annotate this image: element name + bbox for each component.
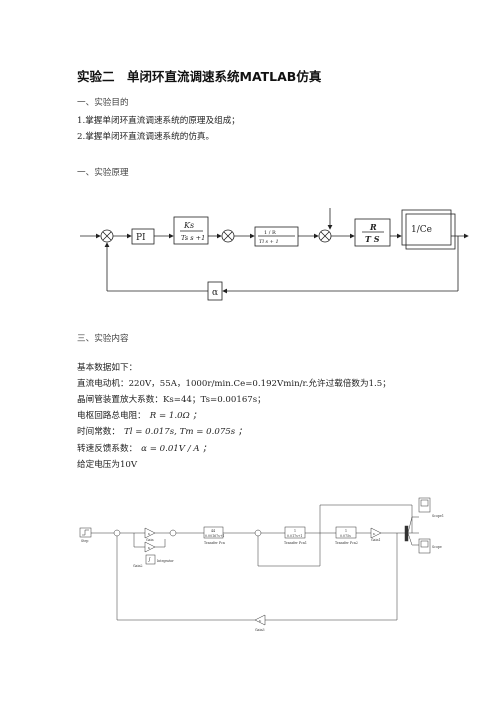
mux-block: [404, 525, 409, 542]
scope-block: [418, 538, 431, 554]
purpose-item-2: 2.掌握单闭环直流调速系统的仿真。: [77, 132, 215, 142]
page-title: 实验二 单闭环直流调速系统MATLAB仿真: [77, 69, 322, 84]
content-heading: 三、实验内容: [77, 334, 129, 344]
tf1-denominator: 0.017s+1: [287, 534, 302, 538]
integrator-label: Integrator: [157, 559, 174, 563]
principle-heading: 一、实验原理: [77, 168, 129, 178]
motor-spec: 直流电动机：220V，55A，1000r/min.Ce=0.192Vmin/r.…: [77, 379, 391, 389]
svg-text:K: K: [259, 619, 262, 623]
alpha-label: α: [212, 288, 218, 298]
gain3-block: [254, 614, 266, 626]
thyristor-block: [173, 216, 209, 245]
mechanical-block: [354, 218, 391, 247]
r-denominator: T S: [365, 234, 380, 244]
tf2-label: Transfer Fcn2: [335, 541, 358, 545]
purpose-item-1: 1.掌握单闭环直流调速系统的原理及组成；: [77, 116, 240, 126]
feedback-spec: 转速反馈系数：α = 0.01V / A ；: [77, 444, 211, 454]
tf1-numerator: 1: [294, 529, 296, 533]
gain1-block: [370, 527, 382, 539]
scope1-block: [418, 497, 431, 513]
step-label: Step: [81, 539, 88, 543]
gain3-label: Gain3: [255, 628, 265, 632]
svg-text:K: K: [148, 532, 151, 536]
svg-text:∫: ∫: [148, 557, 151, 563]
tf0-denominator: 0.00167s+1: [205, 534, 225, 538]
svg-text:K: K: [373, 532, 376, 536]
armature-block: [254, 226, 299, 247]
armature-denominator: Tl s + 1: [259, 239, 279, 245]
gain1-label: Gain1: [371, 538, 381, 542]
tf2-numerator: 1: [345, 529, 347, 533]
r-numerator: R: [369, 222, 377, 232]
scope-label: Scope: [432, 545, 442, 549]
time-constant-spec: 时间常数：Tl = 0.017s, Tm = 0.075s ；: [77, 427, 247, 437]
transfer-fcn2-block: [335, 526, 357, 539]
block-diagram-principle: PI Ks Ts s +1 1 / R Tl s + 1 R T S 1/Ce …: [80, 208, 469, 301]
sum-block-3: [254, 529, 262, 537]
tf0-label: Transfer Fcn: [204, 541, 225, 545]
tf2-denominator: 0.075s: [340, 534, 351, 538]
pi-block: [131, 228, 155, 245]
purpose-heading: 一、实验目的: [77, 98, 129, 108]
gain2-label: Gain2: [133, 564, 143, 568]
ce-label: 1/Ce: [411, 225, 432, 235]
sum-block-1: [113, 529, 121, 537]
gain-block: [144, 527, 156, 539]
ce-block: [401, 209, 452, 246]
svg-text:K: K: [148, 546, 151, 550]
step-block: [79, 527, 92, 538]
sum-block-2: [169, 529, 177, 537]
gain-label: Gain: [146, 538, 154, 542]
transfer-fcn1-block: [284, 526, 306, 539]
armature-spec: 电枢回路总电阻：R = 1.0Ω ；: [77, 411, 202, 421]
integrator-block: [145, 554, 156, 565]
tf0-numerator: 44: [211, 529, 215, 533]
scope1-label: Scope1: [432, 514, 444, 518]
armature-numerator: 1 / R: [264, 230, 276, 236]
ks-numerator: Ks: [183, 221, 194, 230]
transfer-fcn-block: [203, 526, 224, 539]
data-intro: 基本数据如下：: [77, 363, 138, 373]
tf1-label: Transfer Fcn1: [284, 541, 307, 545]
ks-denominator: Ts s +1: [181, 234, 205, 242]
thyristor-spec: 晶闸管装置放大系数：Ks=44；Ts=0.00167s；: [77, 395, 266, 405]
gain2-block: [144, 541, 156, 553]
voltage-spec: 给定电压为10V: [77, 460, 138, 470]
pi-label: PI: [136, 233, 146, 243]
